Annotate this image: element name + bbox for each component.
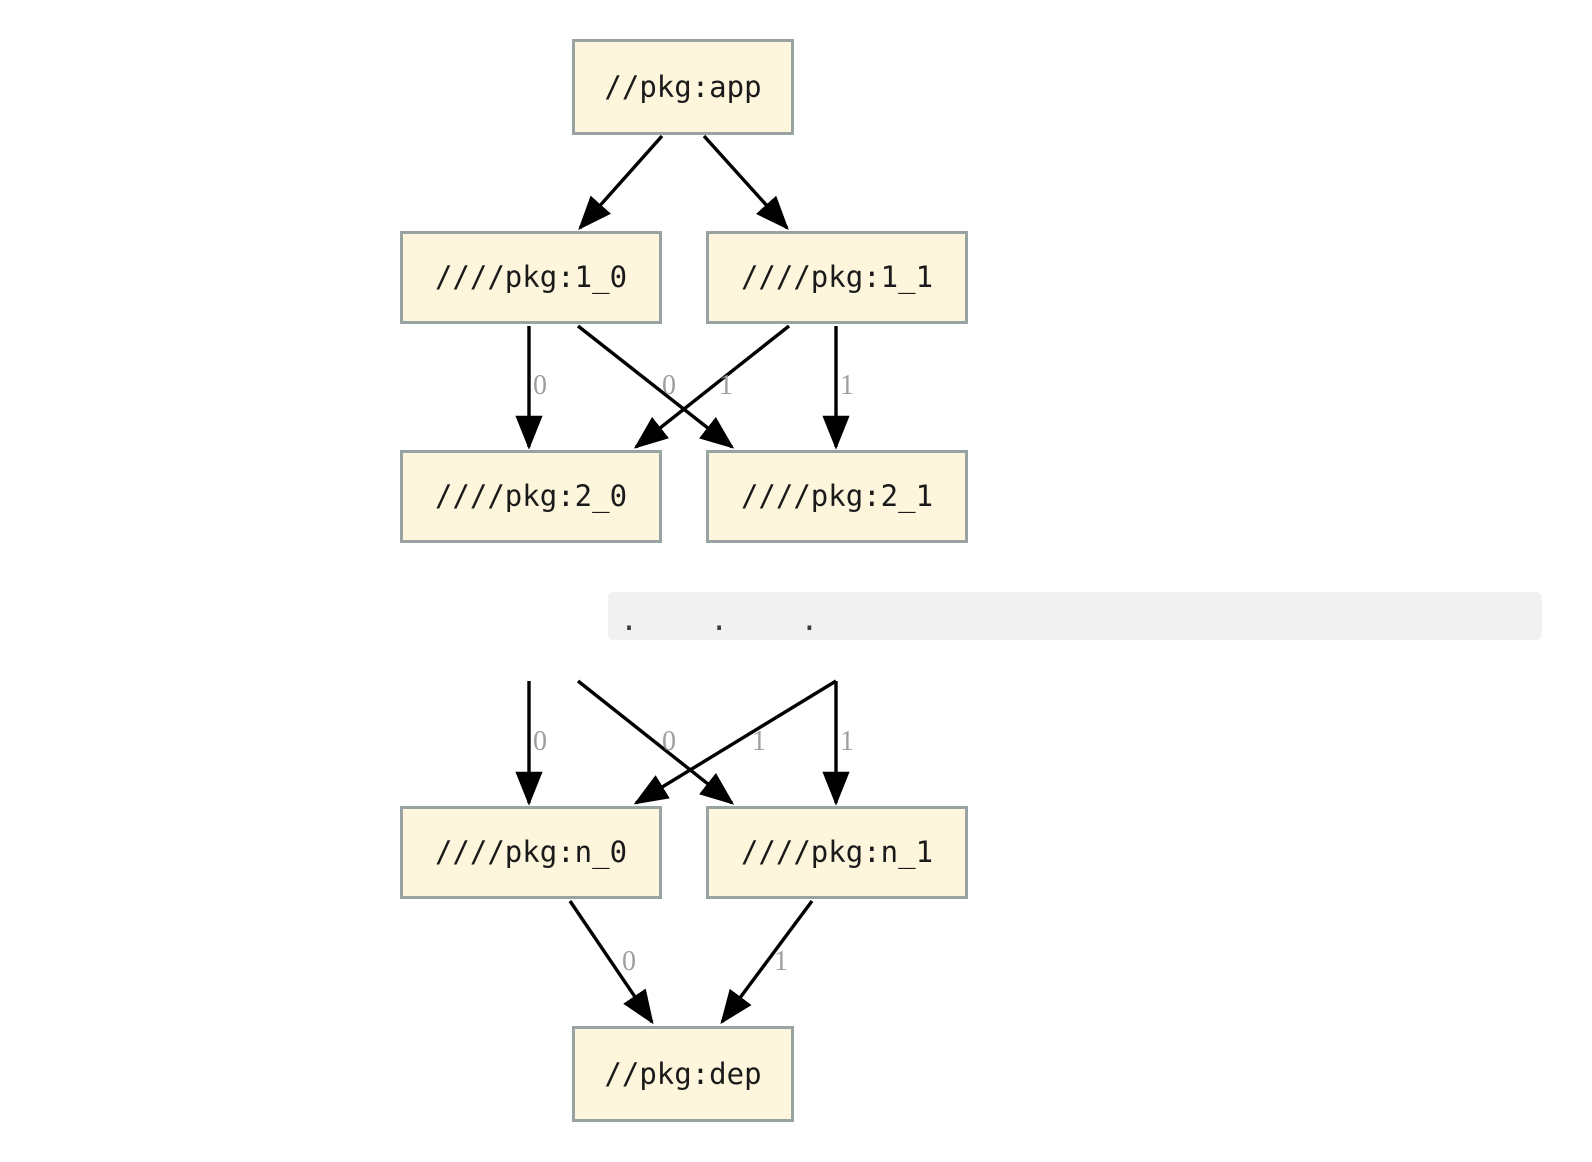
edge-label: 1 <box>774 946 788 977</box>
edge-nn_1-to-dep <box>720 899 814 1025</box>
node-label: ////pkg:n_1 <box>740 835 934 869</box>
node-label: ////pkg:1_1 <box>740 260 934 294</box>
node-nn_0[interactable]: ////pkg:n_0 <box>400 806 662 899</box>
node-n2_0[interactable]: ////pkg:2_0 <box>400 450 662 543</box>
node-label: ////pkg:n_0 <box>434 835 628 869</box>
edge-label: 0 <box>533 370 547 401</box>
node-label: //pkg:dep <box>604 1056 762 1091</box>
edge-label: 1 <box>719 370 733 401</box>
node-app[interactable]: //pkg:app <box>572 39 794 135</box>
node-n1_1[interactable]: ////pkg:1_1 <box>706 231 968 324</box>
edge-label: 1 <box>752 726 766 757</box>
edge-label: 0 <box>622 946 636 977</box>
edge-n1_1-to-n2_0 <box>633 324 791 449</box>
node-label: ////pkg:2_1 <box>740 479 934 513</box>
node-label: ////pkg:2_0 <box>434 479 628 513</box>
edge-label: 0 <box>662 726 676 757</box>
edge-label: 1 <box>840 726 854 757</box>
node-n2_1[interactable]: ////pkg:2_1 <box>706 450 968 543</box>
edge-label: 0 <box>662 370 676 401</box>
edge-label: 0 <box>533 726 547 757</box>
edge-nn_0-to-dep <box>568 900 654 1025</box>
ellipsis-dots: . . . <box>620 603 831 638</box>
node-n1_0[interactable]: ////pkg:1_0 <box>400 231 662 324</box>
edge-app-to-n1_1 <box>702 134 789 231</box>
edge-label: 1 <box>840 370 854 401</box>
node-label: //pkg:app <box>604 69 762 104</box>
ellipsis-separator-band: . . . <box>608 592 1542 640</box>
edge-app-to-n1_0 <box>578 134 664 231</box>
node-nn_1[interactable]: ////pkg:n_1 <box>706 806 968 899</box>
node-label: ////pkg:1_0 <box>434 260 628 294</box>
node-dep[interactable]: //pkg:dep <box>572 1026 794 1122</box>
edge-n1_0-to-n2_1 <box>576 324 735 449</box>
edge-src-to-nn_1 <box>576 679 735 805</box>
edge-line-group <box>515 134 850 1025</box>
edge-src-to-nn_0 <box>633 679 837 805</box>
